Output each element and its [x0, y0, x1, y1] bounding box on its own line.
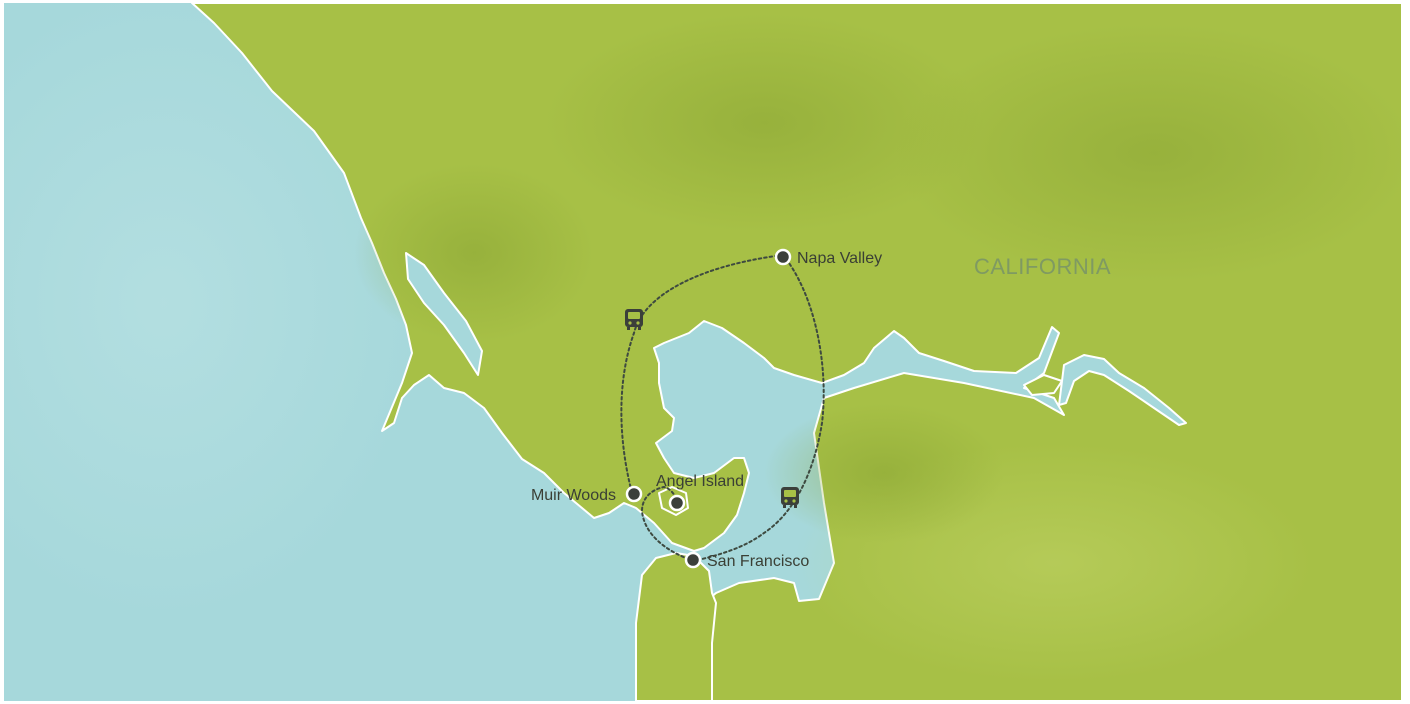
land-shading — [544, 13, 984, 233]
label-angel-island: Angel Island — [656, 473, 744, 490]
bus-icon — [781, 487, 799, 508]
land-shading — [894, 23, 1402, 283]
marker-napa-valley[interactable] — [774, 248, 792, 266]
map-canvas: Napa Valley Muir Woods Angel Island San … — [4, 3, 1402, 701]
ocean-shading — [4, 3, 424, 623]
label-muir-woods: Muir Woods — [531, 487, 616, 504]
route-line-north — [620, 254, 784, 494]
land-shading — [354, 163, 594, 343]
route-line-sf-muir — [640, 485, 695, 562]
river — [1058, 354, 1187, 426]
tomales-bay — [405, 252, 483, 376]
label-napa-valley: Napa Valley — [797, 250, 882, 267]
label-san-francisco: San Francisco — [707, 553, 809, 570]
bus-icon — [625, 309, 643, 330]
region-label: CALIFORNIA — [974, 254, 1111, 279]
marker-san-francisco[interactable] — [684, 551, 702, 569]
route-line-east — [693, 254, 825, 562]
marker-muir-woods[interactable] — [625, 485, 643, 503]
land-shading — [764, 403, 1004, 543]
map-container: Napa Valley Muir Woods Angel Island San … — [4, 3, 1402, 701]
river-island — [1023, 374, 1063, 396]
sf-peninsula — [635, 552, 717, 701]
marker-angel-island[interactable] — [668, 494, 686, 512]
